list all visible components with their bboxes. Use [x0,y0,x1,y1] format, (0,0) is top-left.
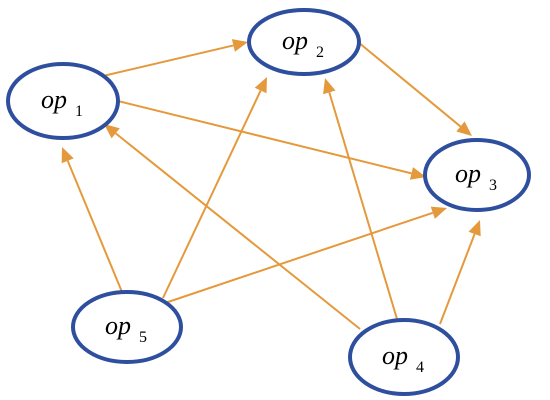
node-ellipse [348,318,460,396]
nodes-layer: op 1 op 2 op 3 op 4 op 5 [6,8,531,396]
arrow-head [61,147,74,164]
arrow-head [104,124,120,139]
node-label: op 1 [41,85,83,120]
arrow-head [409,167,426,180]
edge-op5-to-op2 [162,77,267,299]
edge-line [66,160,123,293]
edge-line [439,233,476,325]
edge-line [164,211,434,304]
node-label-base: op [105,311,131,340]
arrow-head [254,77,267,94]
node-label: op 5 [105,311,147,346]
edge-line [115,132,361,330]
arrow-head [231,39,248,52]
edge-op5-to-op3 [164,206,447,304]
node-ellipse [423,138,531,212]
node-ellipse [247,8,361,76]
node-label: op 4 [382,341,424,376]
edge-line [162,90,262,299]
edge-op4-to-op3 [439,220,481,325]
node-op4: op 4 [348,318,460,396]
arrow-head [323,78,336,95]
edge-line [328,92,398,320]
node-label-subscript: 5 [139,329,147,346]
node-ellipse [71,290,183,364]
edge-op4-to-op1 [104,124,361,330]
node-label-base: op [282,26,308,55]
node-op1: op 1 [6,62,120,140]
node-label-subscript: 3 [489,177,497,194]
node-label-subscript: 4 [416,359,424,376]
node-label-base: op [455,159,481,188]
node-label: op 2 [282,26,324,61]
edge-op2-to-op3 [357,41,472,136]
node-op3: op 3 [423,138,531,212]
edge-op1-to-op2 [102,39,248,77]
edge-line [117,100,412,175]
node-label-base: op [382,341,408,370]
arrow-head [430,206,447,219]
edge-op1-to-op3 [117,100,426,180]
node-op2: op 2 [247,8,361,76]
edge-line [357,41,462,128]
node-op5: op 5 [71,290,183,364]
edge-op4-to-op2 [323,78,398,320]
arrow-head [468,220,481,237]
arrow-head [456,121,472,136]
edge-op5-to-op1 [61,147,123,293]
node-label-base: op [41,85,67,114]
node-label-subscript: 1 [75,103,83,120]
node-label: op 3 [455,159,497,194]
edge-line [102,44,234,77]
edges-layer [61,39,481,330]
node-label-subscript: 2 [316,44,324,61]
node-ellipse [6,62,120,140]
